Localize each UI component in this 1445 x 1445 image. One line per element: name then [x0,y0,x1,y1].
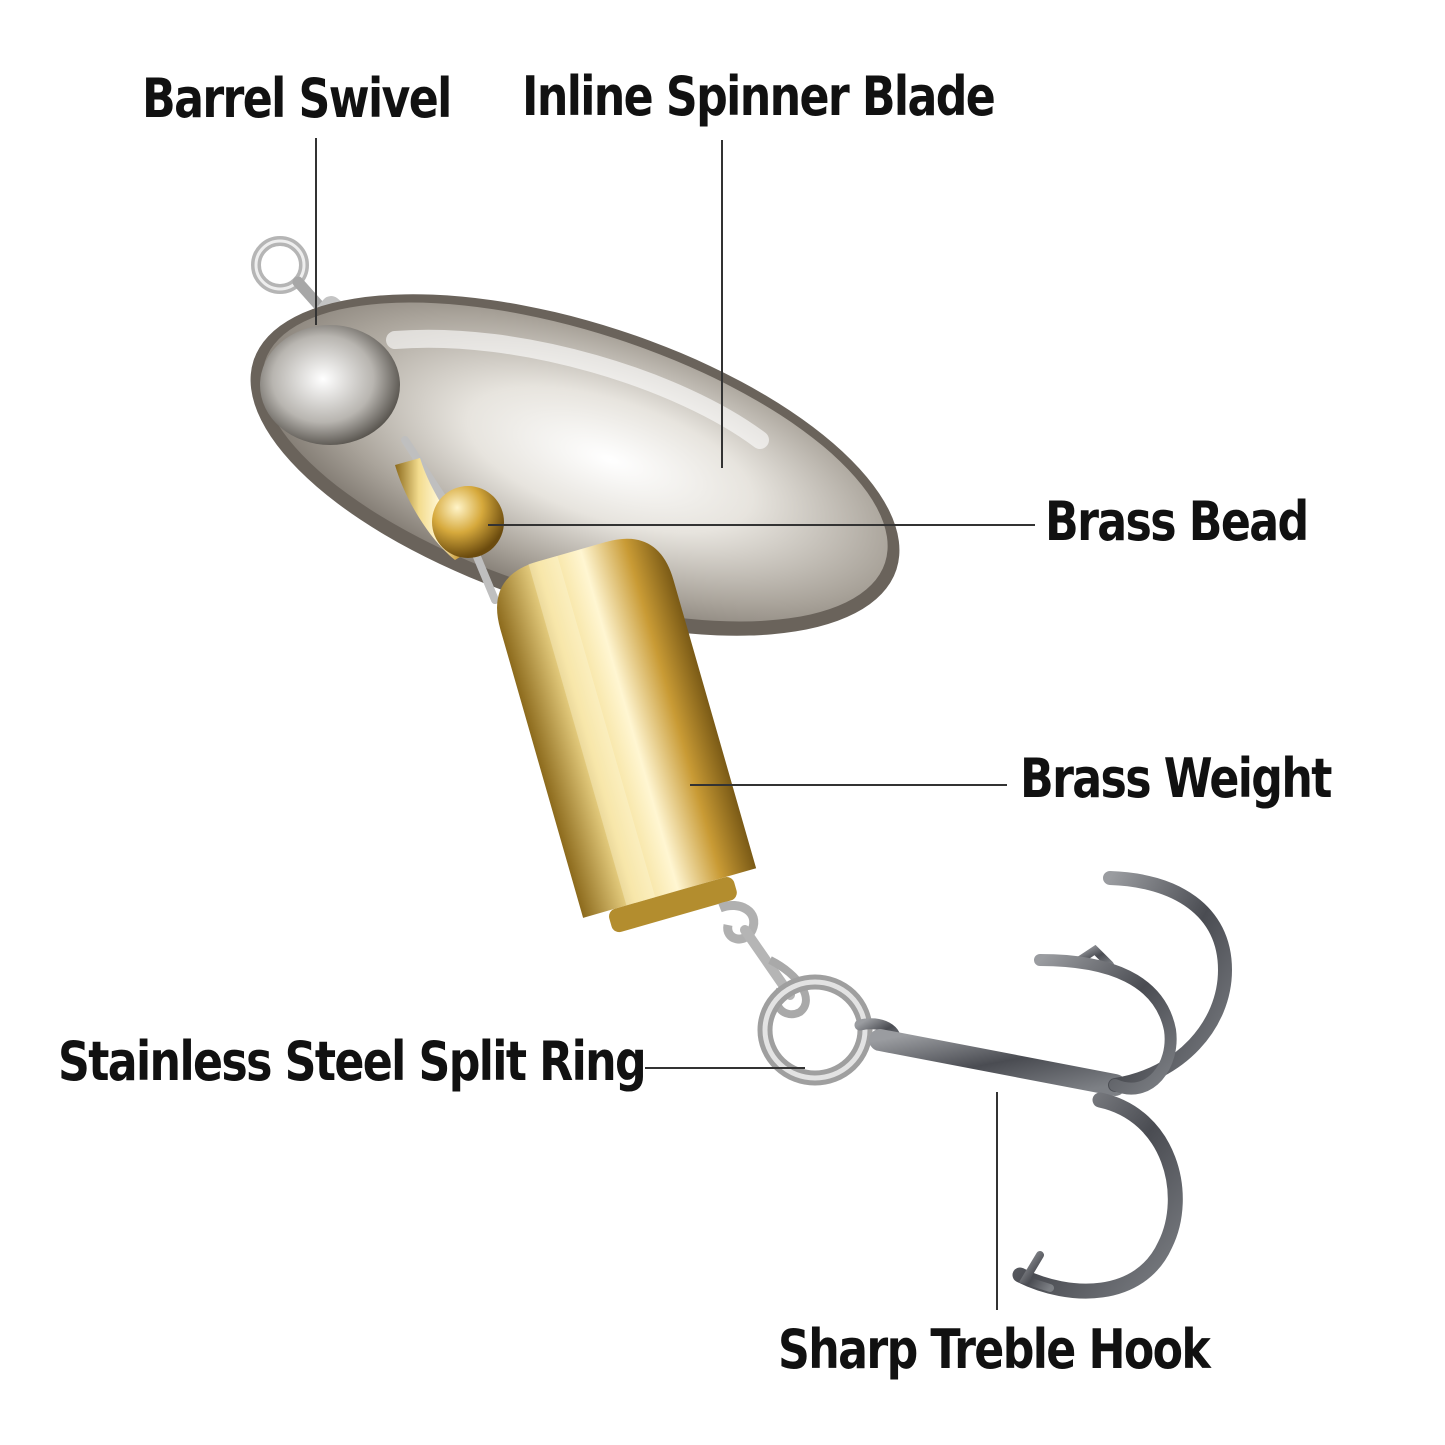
wire-loop [718,900,810,1019]
leader-lines [315,138,1035,1310]
label-split-ring: Stainless Steel Split Ring [58,1030,647,1093]
brass-bead [432,486,504,558]
label-treble-hook: Sharp Treble Hook [778,1318,1211,1381]
label-barrel-swivel: Barrel Swivel [142,67,452,130]
spinner-blade [250,294,900,636]
brass-weight [497,538,757,933]
label-brass-bead: Brass Bead [1045,490,1309,553]
split-ring [757,974,873,1086]
label-spinner-blade: Inline Spinner Blade [522,65,996,128]
treble-hook [854,871,1233,1299]
label-brass-weight: Brass Weight [1020,747,1332,810]
